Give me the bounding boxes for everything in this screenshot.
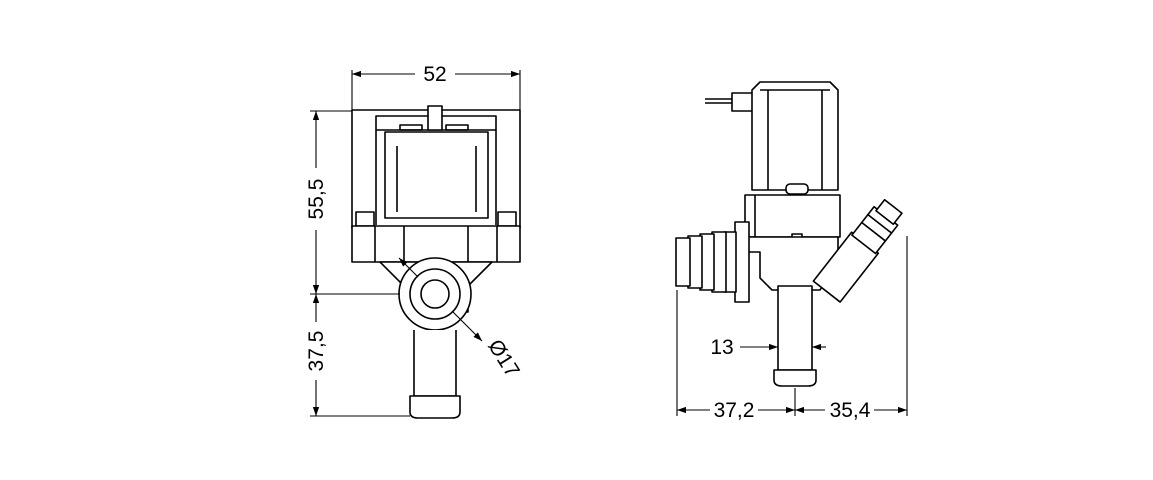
terminal-pin (427, 105, 443, 131)
side-outlet-tip (773, 369, 817, 387)
side-inlet-hose (675, 237, 691, 287)
inlet-port-bore (420, 279, 450, 309)
dim-side-right: 35,4 (830, 399, 871, 422)
dim-height-lower: 37,5 (305, 331, 328, 372)
valve-body-flange (351, 225, 521, 263)
side-inlet-nut (734, 221, 750, 303)
outlet-tip (409, 395, 461, 419)
coil-body (384, 131, 489, 219)
connector-plug (731, 92, 755, 112)
dim-outlet-width: 13 (710, 336, 733, 359)
side-outlet-stem (777, 285, 813, 371)
front-view: 52 55,5 37,5 Ø17 (305, 63, 524, 419)
side-valve-body (744, 194, 841, 238)
dim-height-upper: 55,5 (305, 179, 328, 220)
side-view: 13 37,2 35,4 (675, 81, 908, 422)
dim-side-left: 37,2 (714, 399, 755, 422)
dim-width-top: 52 (423, 63, 446, 86)
dim-port-diameter: Ø17 (483, 336, 524, 382)
outlet-stem (413, 330, 457, 397)
side-coil (751, 81, 839, 191)
